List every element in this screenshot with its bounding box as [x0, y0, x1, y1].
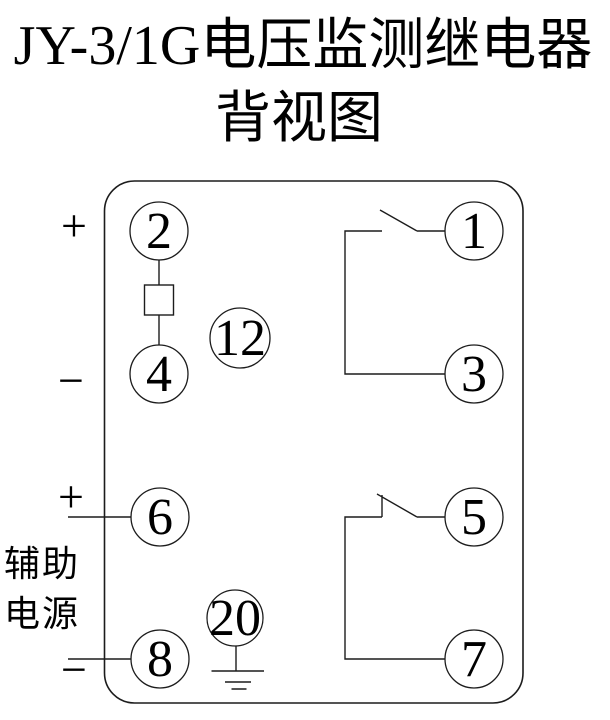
terminal-8-label: 8: [147, 631, 173, 688]
terminal-6-circle: [130, 487, 190, 547]
terminal-20-circle: [206, 589, 264, 647]
terminal-7-circle: [444, 629, 504, 689]
terminal-5-circle: [444, 487, 504, 547]
terminal-5: 5: [444, 487, 504, 547]
terminal-3-circle: [444, 344, 504, 404]
terminal-1-circle: [444, 201, 504, 261]
aux-plus-label: +: [58, 471, 84, 522]
terminal-4-label: 4: [146, 346, 172, 403]
series-element-square: [143, 284, 175, 316]
terminal-4: 4: [129, 344, 189, 404]
terminal-3: 3: [444, 344, 504, 404]
terminal-5-label: 5: [461, 489, 487, 546]
terminal-2-circle: [129, 201, 189, 261]
terminal-20: 20: [206, 589, 264, 647]
terminal-8: 8: [130, 629, 190, 689]
terminal-6: 6: [130, 487, 190, 547]
contact-1-3-normally-open: [344, 209, 445, 375]
terminal-12-circle: [209, 307, 271, 369]
terminal-7: 7: [444, 629, 504, 689]
aux-minus-label: −: [61, 644, 87, 695]
terminal-1-label: 1: [461, 203, 487, 260]
terminal-2-label: 2: [146, 203, 172, 260]
terminal-12: 12: [209, 307, 271, 369]
relay-case-outline: [103, 180, 524, 704]
terminal-12-label: 12: [214, 310, 266, 367]
terminal-6-label: 6: [147, 489, 173, 546]
page-title: JY-3/1G电压监测继电器: [14, 15, 593, 77]
aux-supply-label-line2: 电源: [4, 594, 80, 634]
ground-icon: [211, 646, 264, 690]
terminal-7-label: 7: [461, 631, 487, 688]
voltage-minus-label: −: [58, 355, 84, 406]
voltage-plus-label: +: [61, 200, 87, 251]
terminal-3-label: 3: [461, 346, 487, 403]
page-subtitle: 背视图: [215, 88, 383, 150]
terminal-20-label: 20: [209, 590, 261, 647]
terminal-2: 2: [129, 201, 189, 261]
terminal-4-circle: [129, 344, 189, 404]
terminal-1: 1: [444, 201, 504, 261]
aux-supply-label-line1: 辅助: [4, 544, 80, 584]
terminal-8-circle: [130, 629, 190, 689]
contact-5-7-normally-open: [344, 493, 445, 660]
